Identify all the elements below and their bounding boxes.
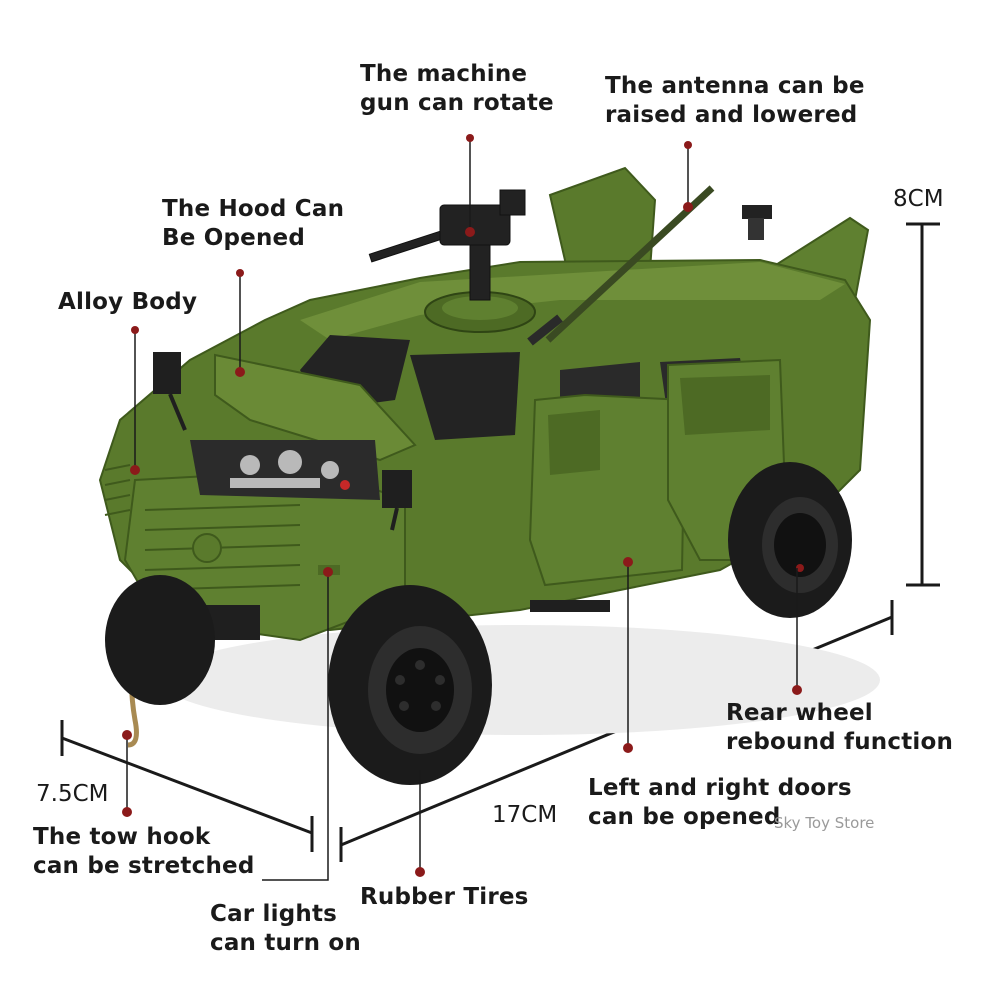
width-dimension-line bbox=[60, 720, 314, 852]
height-dimension-label: 8CM bbox=[893, 186, 944, 212]
label-tires: Rubber Tires bbox=[360, 884, 529, 910]
armored-vehicle-model bbox=[98, 166, 880, 785]
label-tow-hook: The tow hook can be stretched bbox=[33, 824, 255, 879]
callout-dots bbox=[122, 134, 802, 877]
height-dimension-line bbox=[906, 222, 940, 587]
label-machine-gun: The machine gun can rotate bbox=[360, 61, 554, 116]
label-antenna: The antenna can be raised and lowered bbox=[605, 73, 865, 128]
label-lights: Car lights can turn on bbox=[210, 901, 362, 956]
width-dimension-label: 7.5CM bbox=[36, 781, 109, 807]
callout-lines bbox=[126, 138, 798, 881]
label-doors: Left and right doors can be opened bbox=[588, 775, 852, 830]
label-hood: The Hood Can Be Opened bbox=[162, 196, 345, 251]
store-watermark: Sky Toy Store bbox=[774, 814, 875, 832]
label-rear-wheel: Rear wheel rebound function bbox=[726, 700, 954, 755]
label-alloy-body: Alloy Body bbox=[58, 289, 198, 315]
length-dimension-label: 17CM bbox=[492, 802, 558, 828]
